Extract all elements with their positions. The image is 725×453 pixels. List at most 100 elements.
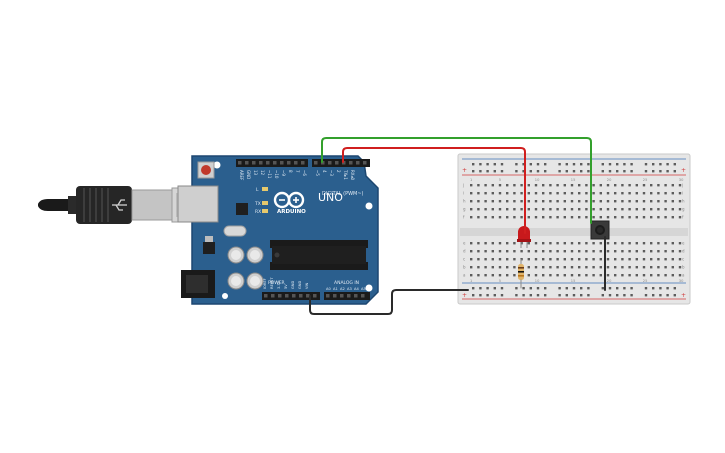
terminal-hole[interactable] <box>506 242 509 245</box>
terminal-hole[interactable] <box>491 208 494 211</box>
terminal-hole[interactable] <box>563 274 566 277</box>
terminal-hole[interactable] <box>599 266 602 269</box>
terminal-hole[interactable] <box>628 192 631 195</box>
terminal-hole[interactable] <box>592 216 595 219</box>
terminal-hole[interactable] <box>578 266 581 269</box>
terminal-hole[interactable] <box>542 258 545 261</box>
terminal-hole[interactable] <box>491 200 494 203</box>
terminal-hole[interactable] <box>606 192 610 195</box>
terminal-hole[interactable] <box>606 250 610 253</box>
terminal-hole[interactable] <box>599 250 602 253</box>
terminal-hole[interactable] <box>491 266 494 269</box>
terminal-hole[interactable] <box>650 250 653 253</box>
terminal-hole[interactable] <box>570 184 574 187</box>
terminal-hole[interactable] <box>520 192 523 195</box>
terminal-hole[interactable] <box>585 208 588 211</box>
terminal-hole[interactable] <box>606 200 610 203</box>
rail-hole[interactable] <box>544 287 547 290</box>
header-pin[interactable] <box>349 161 353 165</box>
rail-hole[interactable] <box>608 170 612 173</box>
header-pin[interactable] <box>333 294 337 298</box>
terminal-hole[interactable] <box>650 216 653 219</box>
terminal-hole[interactable] <box>513 216 516 219</box>
terminal-hole[interactable] <box>642 216 646 219</box>
terminal-hole[interactable] <box>534 258 538 261</box>
terminal-hole[interactable] <box>470 200 473 203</box>
terminal-hole[interactable] <box>585 184 588 187</box>
push-button[interactable] <box>590 220 610 240</box>
terminal-hole[interactable] <box>671 184 674 187</box>
terminal-hole[interactable] <box>642 208 646 211</box>
terminal-hole[interactable] <box>642 250 646 253</box>
terminal-hole[interactable] <box>614 258 617 261</box>
terminal-hole[interactable] <box>592 208 595 211</box>
terminal-hole[interactable] <box>556 250 559 253</box>
terminal-hole[interactable] <box>513 184 516 187</box>
terminal-hole[interactable] <box>506 208 509 211</box>
terminal-hole[interactable] <box>484 216 487 219</box>
header-pin[interactable] <box>271 294 275 298</box>
terminal-hole[interactable] <box>527 208 530 211</box>
terminal-hole[interactable] <box>563 200 566 203</box>
terminal-hole[interactable] <box>484 200 487 203</box>
terminal-hole[interactable] <box>592 200 595 203</box>
header-pin[interactable] <box>273 161 277 165</box>
terminal-hole[interactable] <box>621 266 624 269</box>
terminal-hole[interactable] <box>614 266 617 269</box>
terminal-hole[interactable] <box>628 242 631 245</box>
terminal-hole[interactable] <box>513 274 516 277</box>
terminal-hole[interactable] <box>657 250 660 253</box>
rail-hole[interactable] <box>486 170 489 173</box>
rail-hole[interactable] <box>601 170 604 173</box>
terminal-hole[interactable] <box>578 242 581 245</box>
terminal-hole[interactable] <box>592 274 595 277</box>
terminal-hole[interactable] <box>527 184 530 187</box>
terminal-hole[interactable] <box>621 258 624 261</box>
header-pin[interactable] <box>285 294 289 298</box>
rail-hole[interactable] <box>493 163 496 166</box>
terminal-hole[interactable] <box>585 192 588 195</box>
terminal-hole[interactable] <box>498 208 502 211</box>
terminal-hole[interactable] <box>578 200 581 203</box>
header-pin[interactable] <box>299 294 303 298</box>
terminal-hole[interactable] <box>664 192 667 195</box>
terminal-hole[interactable] <box>606 242 610 245</box>
terminal-hole[interactable] <box>671 258 674 261</box>
rail-hole[interactable] <box>630 170 633 173</box>
terminal-hole[interactable] <box>491 242 494 245</box>
terminal-hole[interactable] <box>592 258 595 261</box>
terminal-hole[interactable] <box>498 274 502 277</box>
terminal-hole[interactable] <box>650 258 653 261</box>
terminal-hole[interactable] <box>628 200 631 203</box>
terminal-hole[interactable] <box>556 200 559 203</box>
terminal-hole[interactable] <box>491 216 494 219</box>
rail-hole[interactable] <box>580 287 583 290</box>
rail-hole[interactable] <box>529 294 532 297</box>
terminal-hole[interactable] <box>570 250 574 253</box>
terminal-hole[interactable] <box>527 266 530 269</box>
rail-hole[interactable] <box>515 170 518 173</box>
terminal-hole[interactable] <box>614 200 617 203</box>
terminal-hole[interactable] <box>498 258 502 261</box>
rail-hole[interactable] <box>500 287 504 290</box>
rail-hole[interactable] <box>673 294 676 297</box>
terminal-hole[interactable] <box>556 274 559 277</box>
terminal-hole[interactable] <box>549 274 552 277</box>
terminal-hole[interactable] <box>498 250 502 253</box>
terminal-hole[interactable] <box>513 258 516 261</box>
rail-hole[interactable] <box>572 294 576 297</box>
terminal-hole[interactable] <box>671 266 674 269</box>
terminal-hole[interactable] <box>549 208 552 211</box>
terminal-hole[interactable] <box>477 274 480 277</box>
terminal-hole[interactable] <box>664 250 667 253</box>
terminal-hole[interactable] <box>498 192 502 195</box>
terminal-hole[interactable] <box>520 184 523 187</box>
header-pin[interactable] <box>264 294 268 298</box>
terminal-hole[interactable] <box>635 250 638 253</box>
terminal-hole[interactable] <box>657 200 660 203</box>
terminal-hole[interactable] <box>592 242 595 245</box>
rail-hole[interactable] <box>601 294 604 297</box>
terminal-hole[interactable] <box>657 208 660 211</box>
header-pin[interactable] <box>259 161 263 165</box>
